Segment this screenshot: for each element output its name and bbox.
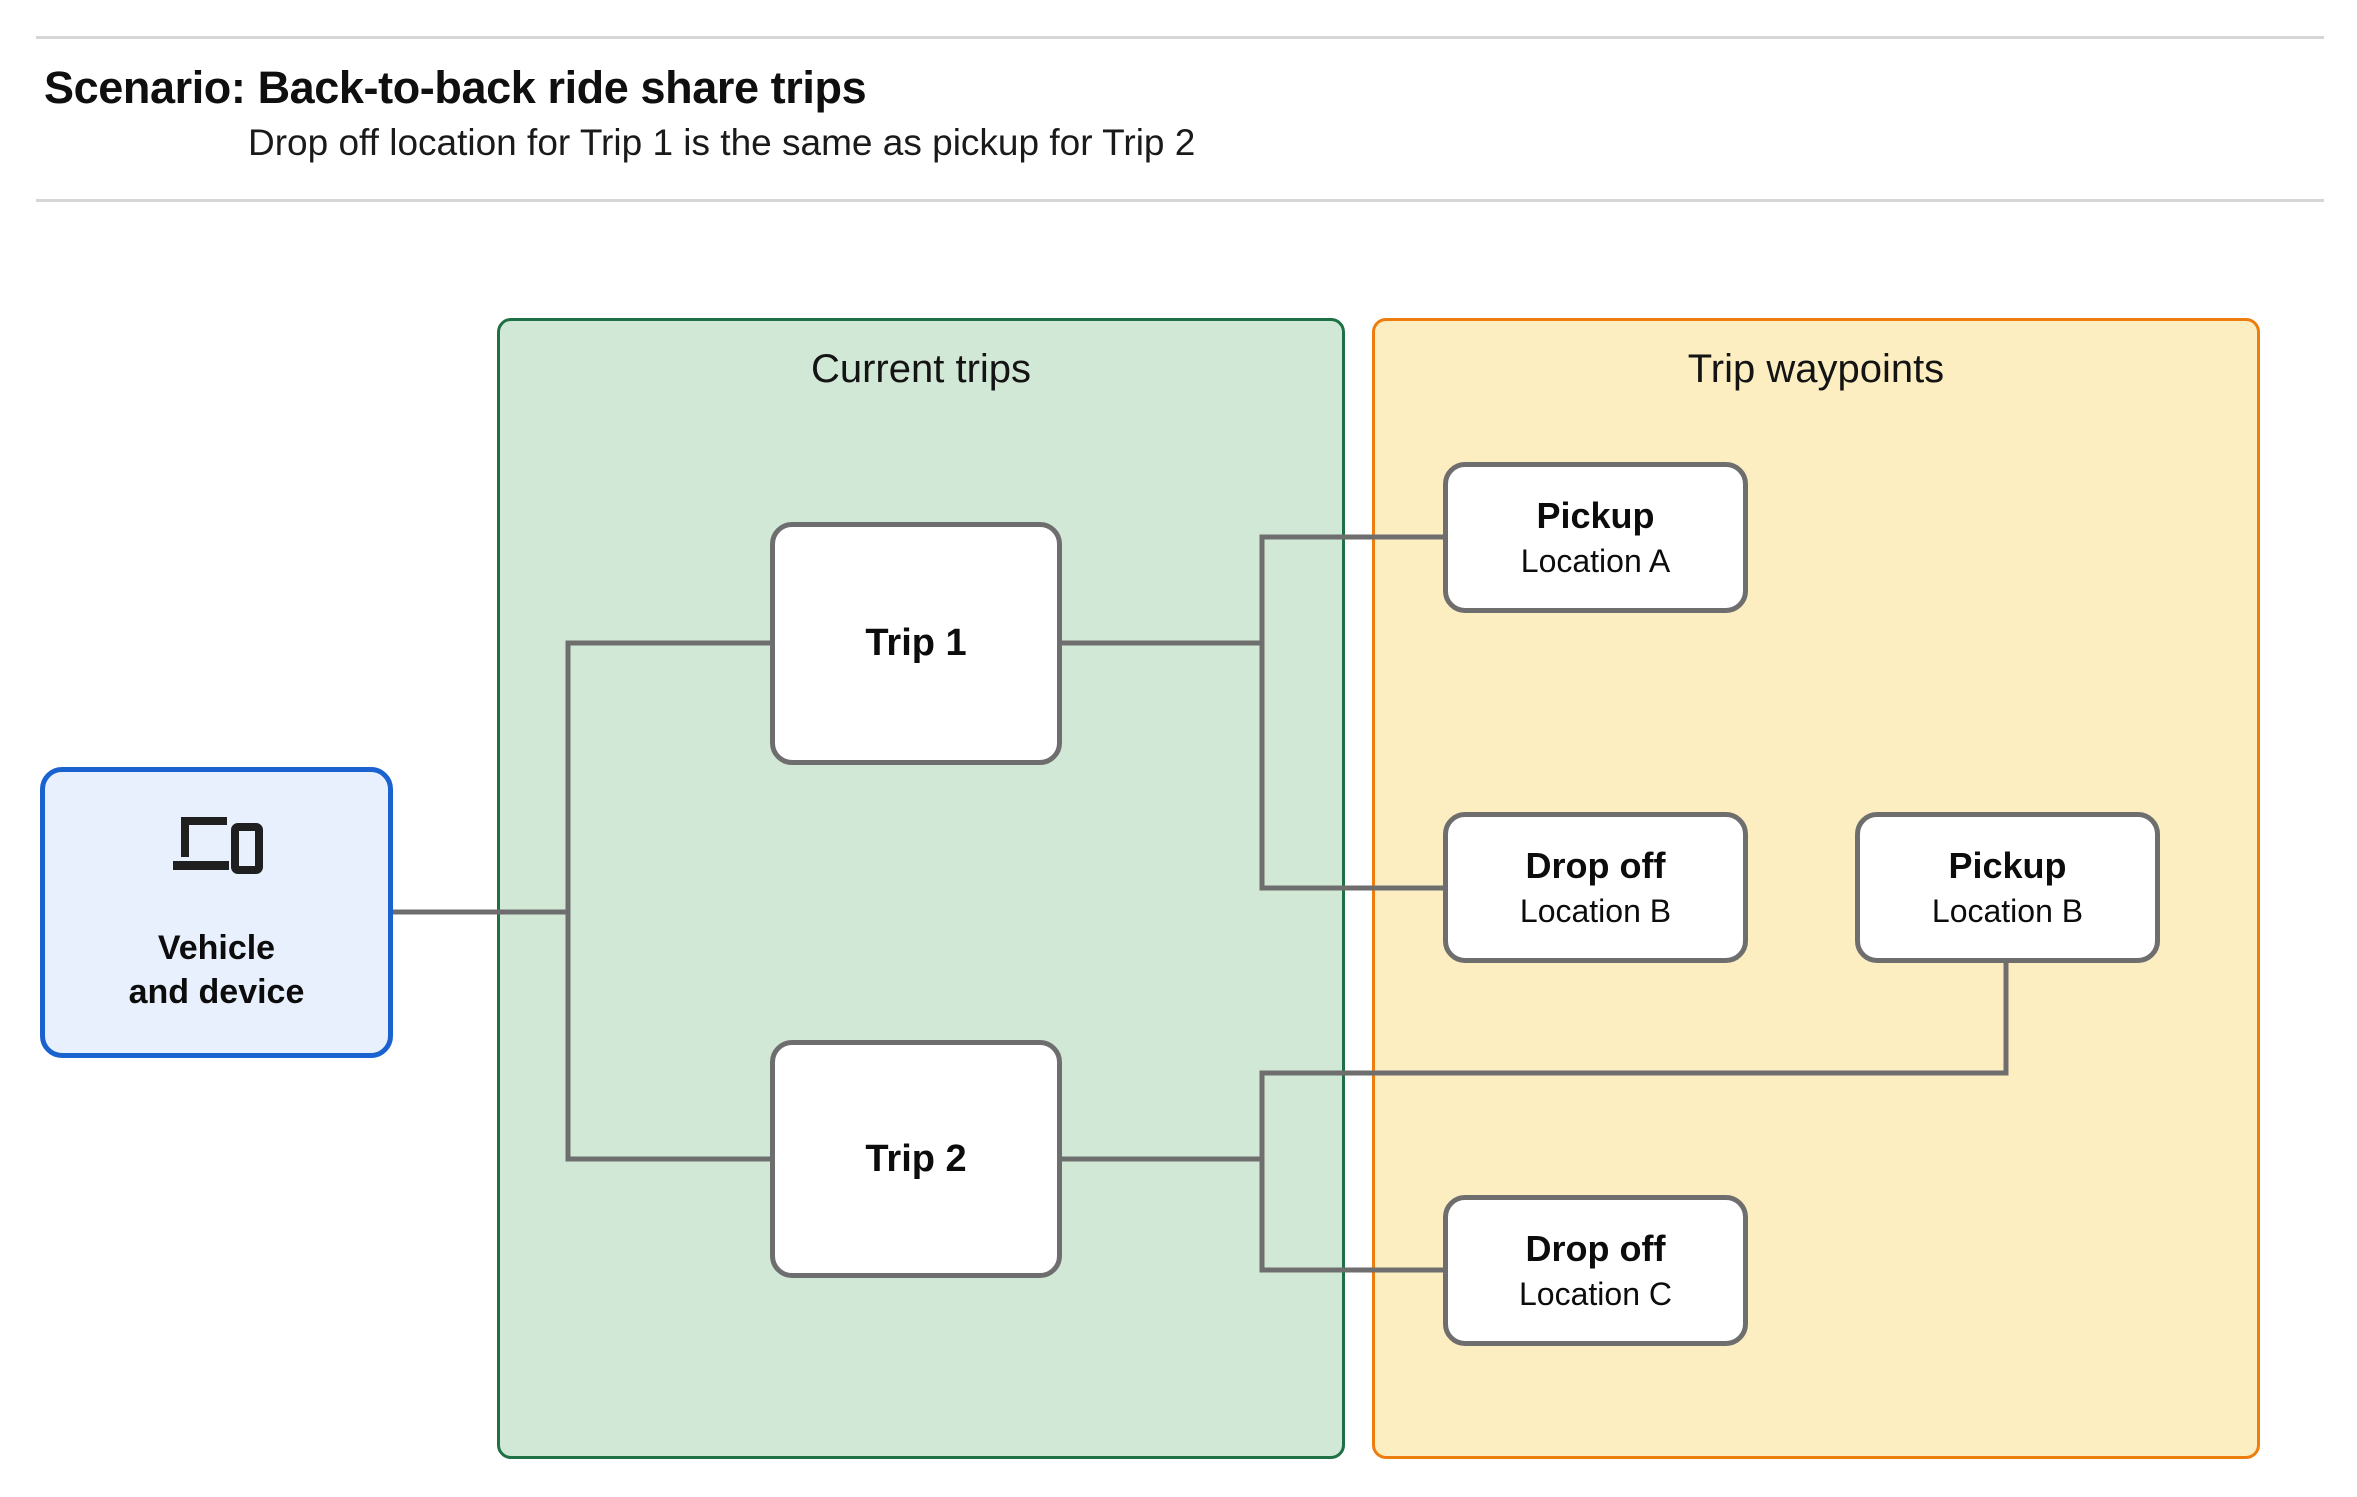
node-waypoint-dropoff-b[interactable]: Drop off Location B	[1443, 812, 1748, 963]
waypoint-type: Pickup	[1948, 845, 2067, 887]
node-vehicle-and-device[interactable]: Vehicle and device	[40, 767, 393, 1058]
node-trip-2[interactable]: Trip 2	[770, 1040, 1062, 1278]
group-title-current-trips: Current trips	[810, 347, 1032, 391]
group-title-trip-waypoints: Trip waypoints	[1687, 347, 1945, 391]
node-trip-1-label: Trip 1	[865, 622, 967, 665]
header-divider-top	[36, 36, 2324, 39]
devices-icon	[172, 816, 263, 874]
node-waypoint-dropoff-c[interactable]: Drop off Location C	[1443, 1195, 1748, 1346]
waypoint-location: Location B	[1931, 892, 2084, 929]
waypoint-type: Pickup	[1536, 495, 1655, 537]
page-subtitle: Drop off location for Trip 1 is the same…	[248, 122, 1196, 163]
node-waypoint-pickup-b[interactable]: Pickup Location B	[1855, 812, 2160, 963]
waypoint-type: Drop off	[1525, 845, 1666, 887]
vehicle-label-line-2: and device	[128, 972, 305, 1011]
node-waypoint-pickup-a[interactable]: Pickup Location A	[1443, 462, 1748, 613]
node-trip-1[interactable]: Trip 1	[770, 522, 1062, 765]
waypoint-type: Drop off	[1525, 1228, 1666, 1270]
waypoint-location: Location C	[1519, 1275, 1672, 1312]
waypoint-location: Location A	[1520, 542, 1671, 579]
header-divider-bottom	[36, 199, 2324, 202]
waypoint-location: Location B	[1519, 892, 1672, 929]
node-trip-2-label: Trip 2	[865, 1137, 967, 1180]
vehicle-label: Vehicle and device	[129, 927, 305, 1014]
page-title: Scenario: Back-to-back ride share trips	[44, 62, 867, 113]
vehicle-label-line-1: Vehicle	[157, 928, 276, 967]
